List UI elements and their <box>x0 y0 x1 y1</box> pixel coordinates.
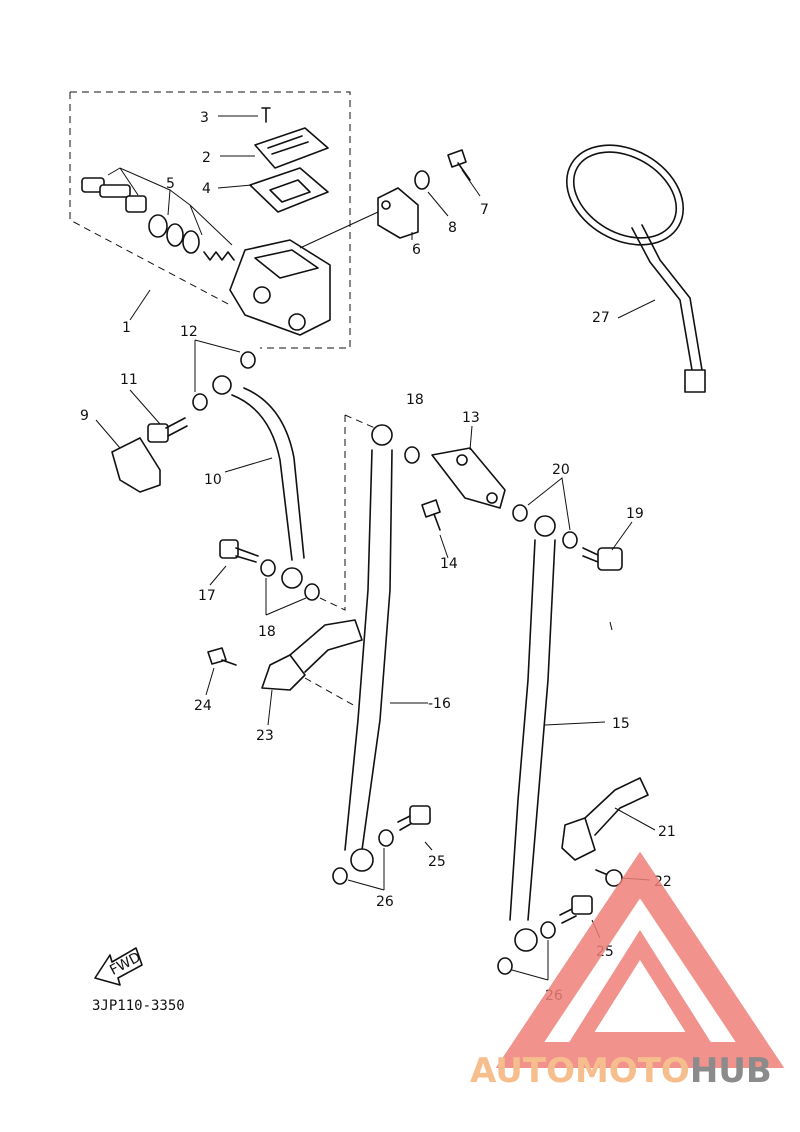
part-label-12: 12 <box>180 324 198 340</box>
part-label-23: 23 <box>256 728 274 744</box>
part-label-6: 6 <box>412 242 421 258</box>
part-label-8: 8 <box>448 220 457 236</box>
part-label-10: 10 <box>204 472 222 488</box>
part-label-19: 19 <box>626 506 644 522</box>
part-label-3: 3 <box>200 110 209 126</box>
washer-18-a <box>260 559 276 577</box>
watermark-logo: AUTOMOTOHUB <box>470 851 785 1091</box>
mirror <box>565 144 706 393</box>
part-label-14: 14 <box>440 556 458 572</box>
part-label-25a: 25 <box>428 854 446 870</box>
washer-12-bottom <box>192 393 208 411</box>
washer-26-a <box>378 829 394 847</box>
washer-18-c <box>404 446 420 464</box>
bolt-14 <box>421 499 441 531</box>
washer-20-b <box>562 531 578 549</box>
part-label-7: 7 <box>480 202 489 218</box>
watermark-inner-triangle-icon <box>565 930 715 1048</box>
master-cylinder-body <box>229 211 379 336</box>
part-label-1: 1 <box>122 320 131 336</box>
washer-26-c <box>540 921 556 939</box>
part-label-16: -16 <box>428 696 451 712</box>
hose-clamp-23 <box>261 619 363 691</box>
washer-18-b <box>304 583 320 601</box>
union-bolt-19 <box>582 547 623 571</box>
part-label-11: 11 <box>120 372 138 388</box>
part-label-2: 2 <box>202 150 211 166</box>
screw-3 <box>261 107 271 123</box>
hose-clamp-21 <box>561 777 649 861</box>
union-bolt-17 <box>219 539 259 563</box>
washer-12-top <box>240 351 256 369</box>
brake-joint-13 <box>431 447 506 509</box>
part-labels: 123456789101112131415-161718181920212223… <box>80 110 676 1004</box>
part-label-27: 27 <box>592 310 610 326</box>
diaphragm <box>249 167 329 213</box>
union-bolt-25-a <box>397 805 431 831</box>
washer-20-a <box>512 504 528 522</box>
washer-26-d <box>497 957 513 975</box>
holder <box>377 187 419 239</box>
brake-hose-10 <box>212 375 305 589</box>
part-label-9: 9 <box>80 408 89 424</box>
part-label-13: 13 <box>462 410 480 426</box>
part-label-15: 15 <box>612 716 630 732</box>
brake-hose-15 <box>509 515 556 952</box>
part-label-4: 4 <box>202 181 211 197</box>
part-label-20: 20 <box>552 462 570 478</box>
bolt-7 <box>447 149 471 181</box>
watermark-triangle-icon <box>495 851 785 1068</box>
cap-9 <box>111 437 161 493</box>
master-cylinder-group <box>69 91 379 349</box>
part-label-18b: 18 <box>258 624 276 640</box>
fwd-arrow: FWD <box>94 947 144 986</box>
part-label-5: 5 <box>166 176 175 192</box>
union-bolt-11 <box>147 417 188 443</box>
bolt-24 <box>207 647 237 666</box>
union-bolt-25-b <box>559 895 593 924</box>
piston-kit <box>81 167 235 261</box>
brake-hose-16 <box>344 424 393 872</box>
reservoir-cap <box>254 127 329 169</box>
part-label-17: 17 <box>198 588 216 604</box>
watermark-brand: AUTOMOTOHUB <box>470 1051 772 1091</box>
bolt-22 <box>595 869 623 887</box>
washer-26-b <box>332 867 348 885</box>
part-label-26a: 26 <box>376 894 394 910</box>
watermark-brand-main: AUTOMOTO <box>470 1051 690 1091</box>
part-label-18a: 18 <box>406 392 424 408</box>
part-label-24: 24 <box>194 698 212 714</box>
nut-8 <box>414 170 430 190</box>
catalog-code: 3JP110-3350 <box>92 998 185 1014</box>
watermark-brand-suffix: HUB <box>690 1051 772 1091</box>
part-label-21: 21 <box>658 824 676 840</box>
